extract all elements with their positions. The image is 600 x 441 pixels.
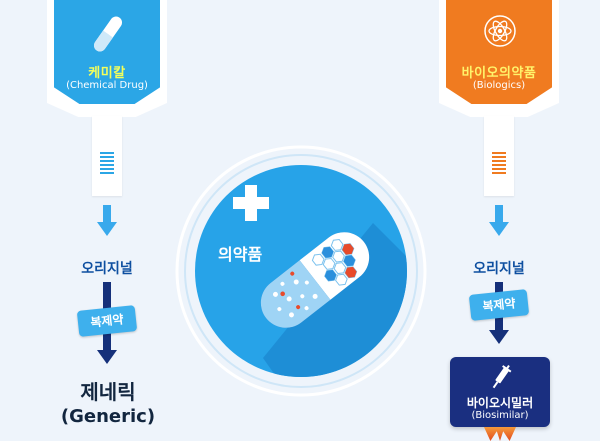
pill-icon (93, 16, 123, 52)
left-dark-arrow-down-icon (97, 350, 117, 364)
chemical-stem (92, 116, 122, 196)
generic-title: 제네릭 (80, 380, 136, 404)
chemical-drug-subtitle: (Chemical Drug) (66, 80, 148, 91)
biologics-subtitle: (Biologics) (472, 80, 526, 91)
left-generic-copy-label: 복제약 (76, 305, 138, 337)
generic-subtitle: (Generic) (60, 406, 156, 427)
left-arrow-shaft (103, 205, 111, 223)
syringe-icon (492, 364, 512, 389)
chemical-drug-tag-body: 케미칼 (Chemical Drug) (54, 0, 160, 104)
right-generic-copy-label: 복제약 (468, 289, 530, 321)
chemical-stem-stripes (100, 152, 114, 176)
atom-icon (484, 15, 516, 47)
biologics-title: 바이오의약품 (461, 66, 537, 81)
right-arrow-down-icon (489, 222, 509, 236)
medical-cross-icon (233, 185, 269, 221)
capsule-icon (260, 232, 370, 328)
biosimilar-subtitle: (Biosimilar) (471, 410, 529, 421)
flame-icon (484, 427, 516, 441)
right-original-label: 오리지널 (473, 261, 525, 277)
left-arrow-down-icon (97, 222, 117, 236)
biologics-stem (484, 116, 514, 196)
biosimilar-title: 바이오시밀러 (466, 396, 534, 410)
biosimilar-box: 바이오시밀러 (Biosimilar) (450, 357, 550, 427)
left-original-label: 오리지널 (81, 261, 133, 277)
chemical-drug-title: 케미칼 (88, 66, 126, 81)
biologics-tag-body: 바이오의약품 (Biologics) (446, 0, 552, 104)
right-dark-arrow-down-icon (489, 330, 509, 344)
medicine-label: 의약품 (218, 245, 263, 264)
biologics-stem-stripes (492, 152, 506, 176)
chemical-drug-tag: 케미칼 (Chemical Drug) (47, 0, 167, 117)
right-arrow-shaft (495, 205, 503, 223)
biologics-tag: 바이오의약품 (Biologics) (439, 0, 559, 117)
